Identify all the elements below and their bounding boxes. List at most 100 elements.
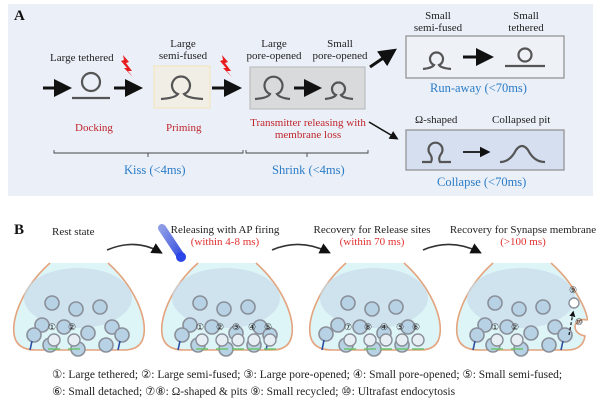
synaptic-vesicle xyxy=(252,319,268,335)
stage-title-recovery-membrane: Recovery for Synapse membrane (>100 ms) xyxy=(448,224,598,248)
fusing-vesicle xyxy=(379,333,393,347)
panel-b-letter: B xyxy=(14,222,25,238)
label-line: Large xyxy=(261,38,287,50)
fusing-vesicle xyxy=(47,333,61,347)
label-transmitter-releasing: Transmitter releasing with membrane loss xyxy=(246,117,370,141)
tether xyxy=(29,340,33,351)
synaptic-vesicle xyxy=(192,295,208,311)
arrow-collapse xyxy=(368,121,399,140)
vesicle-marker: ① xyxy=(491,322,499,332)
fusing-vesicle xyxy=(490,333,504,347)
panel-a-graphics xyxy=(43,35,565,171)
synaptic-vesicle xyxy=(240,299,256,315)
vesicle-marker: ② xyxy=(511,322,519,332)
phase-collapse: Collapse (<70ms) xyxy=(437,175,527,189)
synaptic-vesicle xyxy=(535,299,551,315)
vesicle-large-pore-opened xyxy=(254,75,291,101)
synaptic-vesicle xyxy=(92,299,108,315)
vesicle-small-semi-fused xyxy=(422,51,452,71)
synaptic-vesicle xyxy=(541,337,557,353)
label-line: Transmitter releasing with xyxy=(250,117,366,129)
docked-vesicle xyxy=(174,327,190,343)
recycled-vesicle xyxy=(568,297,580,309)
label-small-semi-fused: Small semi-fused xyxy=(408,10,468,34)
fusing-vesicle xyxy=(195,333,209,347)
fusing-vesicle xyxy=(395,333,409,347)
stage-title: Recovery for Release sites xyxy=(313,224,431,236)
synaptic-vesicle xyxy=(352,319,368,335)
lightning-icon xyxy=(220,55,232,77)
vesicle-marker: ⑧ xyxy=(364,322,372,332)
fusing-vesicle xyxy=(363,333,377,347)
legend-line-2: ⑥: Small detached; ⑦⑧: Ω-shaped & pits ⑨… xyxy=(52,386,456,398)
collapsed-pit xyxy=(499,144,546,164)
label-omega-shaped: Ω-shaped xyxy=(415,114,458,126)
vesicle-pool xyxy=(172,268,280,328)
vesicle-marker: ① xyxy=(196,322,204,332)
docked-vesicle xyxy=(557,327,573,343)
fusing-vesicle xyxy=(343,333,357,347)
label-line: Small xyxy=(513,10,539,22)
vesicle-small-tethered xyxy=(517,47,533,63)
tether xyxy=(321,339,325,351)
synaptic-vesicle xyxy=(330,317,346,333)
synaptic-vesicle xyxy=(56,319,72,335)
phase-shrink: Shrink (<4ms) xyxy=(272,163,345,177)
vesicle-marker: ⑦ xyxy=(344,322,352,332)
vesicle-marker: ⑥ xyxy=(412,322,420,332)
stimulus-tip xyxy=(176,252,186,262)
vesicle-pool xyxy=(320,268,428,328)
shrink-brace xyxy=(245,150,369,157)
synaptic-vesicle xyxy=(98,337,114,353)
label-large-pore-opened: Large pore-opened xyxy=(244,38,304,62)
phase-kiss: Kiss (<4ms) xyxy=(124,163,186,177)
vesicle-marker: ⑩ xyxy=(575,317,583,327)
omega-shaped xyxy=(422,141,451,164)
synaptic-vesicle xyxy=(400,319,416,335)
phase-run-away: Run-away (<70ms) xyxy=(430,81,527,95)
vesicle-marker: ③ xyxy=(232,322,240,332)
tether xyxy=(117,340,121,351)
label-line: membrane loss xyxy=(274,129,342,141)
synaptic-vesicle xyxy=(68,301,84,317)
vesicle-pool xyxy=(467,268,575,328)
docked-vesicle xyxy=(469,327,485,343)
vesicle-marker: ① xyxy=(48,322,56,332)
vesicle-marker: ② xyxy=(68,322,76,332)
docked-vesicle xyxy=(114,327,130,343)
label-priming: Priming xyxy=(166,122,202,134)
priming-box xyxy=(153,65,211,109)
tether xyxy=(560,340,564,351)
fusing-vesicle xyxy=(510,333,524,347)
label-collapsed-pit: Collapsed pit xyxy=(492,114,551,126)
label-line: pore-opened xyxy=(312,50,368,62)
stage-time: (within 70 ms) xyxy=(339,236,405,248)
label-line: pore-opened xyxy=(246,50,302,62)
synaptic-vesicle xyxy=(216,301,232,317)
synaptic-vesicle xyxy=(487,295,503,311)
stage-title: Recovery for Synapse membrane xyxy=(449,224,597,236)
vesicle-marker: ② xyxy=(216,322,224,332)
synaptic-vesicle xyxy=(364,301,380,317)
stage-title: Releasing with AP firing xyxy=(170,224,280,236)
label-line: Small xyxy=(327,38,353,50)
label-line: Large xyxy=(170,38,196,50)
label-line: Small xyxy=(425,10,451,22)
tether xyxy=(472,340,476,351)
vesicle-marker: ⑨ xyxy=(569,285,577,295)
stage-time: (>100 ms) xyxy=(500,236,546,248)
vesicle-small-pore-opened xyxy=(324,81,354,101)
synaptic-vesicle xyxy=(340,295,356,311)
docked-vesicle xyxy=(26,327,42,343)
label-small-pore-opened: Small pore-opened xyxy=(310,38,370,62)
vesicle-marker: ⑤ xyxy=(396,322,404,332)
synaptic-vesicle xyxy=(477,317,493,333)
tether xyxy=(177,340,181,351)
transition-arrow xyxy=(271,243,331,254)
transition-arrow xyxy=(422,243,482,254)
label-line: tethered xyxy=(508,22,544,34)
vesicle-marker: ④ xyxy=(248,322,256,332)
synaptic-vesicle xyxy=(511,301,527,317)
synaptic-vesicle xyxy=(523,325,539,341)
